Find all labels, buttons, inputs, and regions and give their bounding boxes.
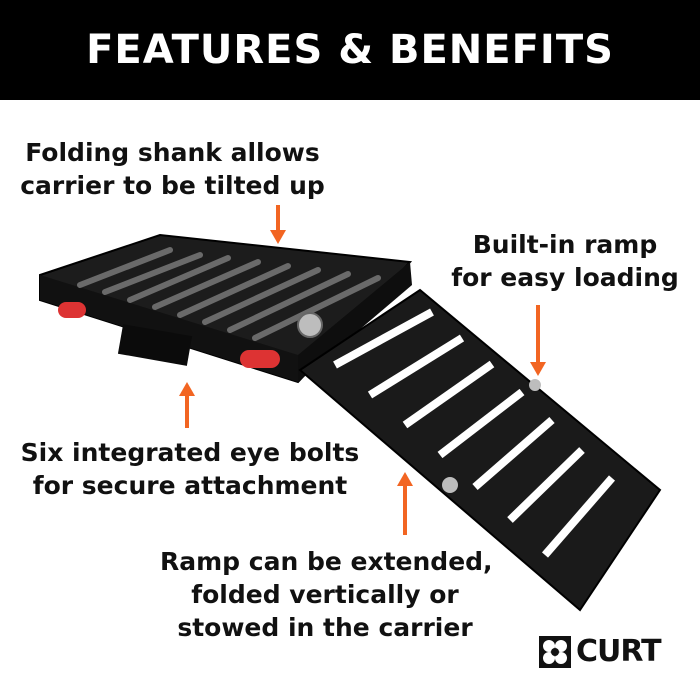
arrow-down-icon bbox=[530, 305, 546, 376]
callout-folding-shank: Folding shank allows carrier to be tilte… bbox=[20, 136, 325, 202]
callout-line: for secure attachment bbox=[32, 471, 348, 500]
callout-line: Six integrated eye bolts bbox=[20, 438, 360, 467]
arrow-up-icon bbox=[179, 382, 195, 428]
callout-line: Built-in ramp bbox=[472, 230, 658, 259]
callout-line: carrier to be tilted up bbox=[20, 171, 325, 200]
callout-line: folded vertically or bbox=[191, 580, 459, 609]
callout-line: stowed in the carrier bbox=[177, 613, 473, 642]
page-title: FEATURES & BENEFITS bbox=[86, 27, 614, 73]
callout-line: Ramp can be extended, bbox=[160, 547, 493, 576]
brand-name: CURT bbox=[576, 634, 662, 669]
title-banner: FEATURES & BENEFITS bbox=[0, 0, 700, 100]
curt-logo: CURT bbox=[538, 634, 662, 669]
callout-line: Folding shank allows bbox=[25, 138, 320, 167]
curt-logo-icon bbox=[539, 635, 571, 668]
ramp-image bbox=[298, 288, 662, 612]
arrow-up-icon bbox=[397, 472, 413, 535]
callout-built-in-ramp: Built-in ramp for easy loading bbox=[440, 228, 690, 294]
callout-line: for easy loading bbox=[451, 263, 679, 292]
callout-eye-bolts: Six integrated eye bolts for secure atta… bbox=[20, 436, 360, 502]
callout-ramp-extend: Ramp can be extended, folded vertically … bbox=[160, 545, 493, 644]
arrow-down-icon bbox=[270, 205, 286, 244]
